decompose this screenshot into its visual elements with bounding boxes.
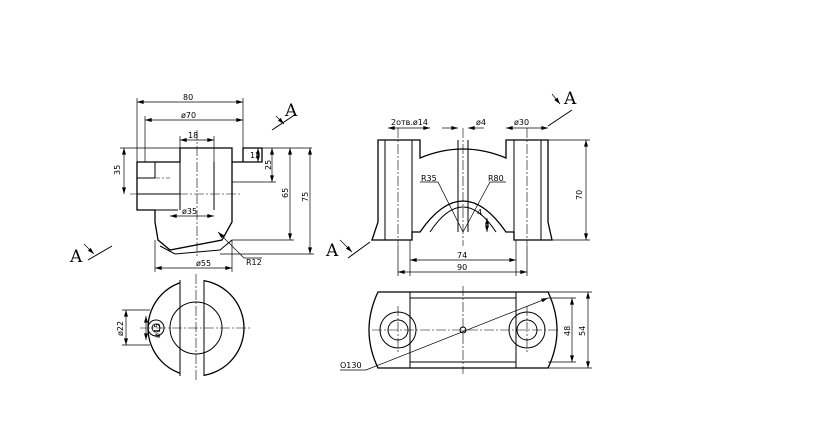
dim-r80: R80 (488, 174, 504, 183)
plan-view-centerlines (372, 286, 560, 374)
dim-18: 18 (188, 131, 198, 140)
top-view-slot-top (180, 278, 204, 288)
dim-dia-4: ø4 (476, 118, 486, 127)
dim-65: 65 (281, 188, 290, 198)
ext-line (122, 309, 150, 346)
section-arrow (551, 93, 561, 105)
section-label-a: A (563, 89, 577, 109)
section-hole-walls (384, 140, 542, 240)
section-marker-right: A (547, 89, 577, 127)
dim-80: 80 (183, 93, 193, 102)
section-marker-mid: A (325, 239, 371, 261)
dim-o130: O130 (340, 361, 362, 370)
dim-48: 48 (563, 326, 572, 336)
front-view-outline (136, 147, 263, 251)
front-view-bottom-curve (159, 239, 233, 255)
dim-90: 90 (457, 263, 467, 272)
section-view-outline (371, 139, 553, 241)
section-cut-line (271, 113, 297, 131)
dim-dia-30: ø30 (514, 118, 529, 127)
leader-o130 (365, 297, 549, 371)
front-view-hole-axes (150, 177, 170, 211)
section-arrow (339, 239, 353, 253)
leader-r80 (462, 181, 506, 233)
section-marker-top: A (271, 101, 298, 131)
dim-25: 25 (264, 160, 273, 170)
front-view: 80 ø70 18 35 12 25 65 75 ø35 (113, 93, 314, 272)
top-view-slot-bottom (180, 368, 204, 378)
dim-74: 74 (457, 251, 467, 260)
dim-dia-22: ø22 (116, 321, 125, 336)
ext-line (548, 291, 592, 369)
dim-54: 54 (578, 326, 587, 336)
dim-r35: R35 (421, 174, 437, 183)
section-arrow (83, 243, 95, 255)
dim-r12: R12 (246, 258, 262, 267)
section-label-a: A (284, 101, 298, 121)
section-label-a: A (69, 247, 83, 267)
section-cut-line (547, 109, 573, 127)
section-pin-hole (457, 140, 469, 232)
section-cut-line (87, 245, 113, 261)
section-arrow (275, 115, 285, 125)
dim-holes: 2отв.ø14 (391, 118, 428, 127)
leader-r35 (420, 181, 464, 233)
dim-75: 75 (301, 192, 310, 202)
top-view: ø22 ø15 (116, 274, 250, 382)
dim-dia-70: ø70 (181, 111, 196, 120)
dim-dia-35: ø35 (182, 207, 197, 216)
dim-dia-55: ø55 (196, 259, 211, 268)
dim-4: 4 (477, 208, 482, 217)
dim-12: 12 (250, 151, 260, 160)
front-view-bore-lines (154, 162, 215, 210)
section-label-a: A (325, 241, 339, 261)
section-view: R35 R80 4 2отв.ø14 ø4 ø30 70 74 90 (371, 118, 590, 276)
dim-dia-15: ø15 (153, 323, 162, 338)
leader-r12 (217, 231, 262, 259)
dim-35: 35 (113, 165, 122, 175)
section-cut-line (347, 241, 371, 259)
top-view-centerlines (140, 274, 250, 382)
plan-view: O130 48 54 (340, 286, 592, 374)
section-marker-left: A (69, 243, 113, 267)
section-centerlines (397, 128, 528, 246)
dim-70: 70 (575, 190, 584, 200)
